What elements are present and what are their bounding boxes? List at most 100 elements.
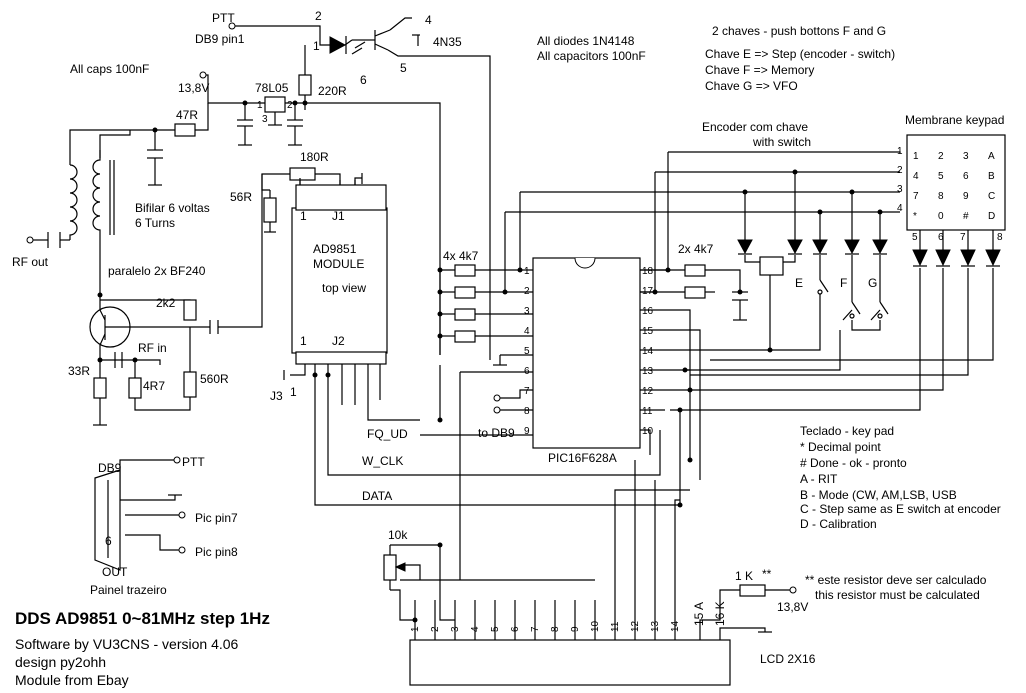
note1-label: ** este resistor deve ser calculado — [805, 573, 987, 587]
picpin8-label: Pic pin8 — [195, 545, 238, 559]
r1k-label: 1 K — [735, 569, 753, 583]
r4k7b-label: 2x 4k7 — [678, 242, 714, 256]
switch-g-label: G — [868, 276, 877, 290]
lcd-pin-5: 5 — [490, 626, 501, 632]
pic-pin-right-15: 15 — [642, 326, 654, 337]
keypad-col-7: 7 — [960, 232, 966, 243]
r4k7a-label: 4x 4k7 — [443, 249, 479, 263]
regulator-78l05 — [264, 96, 286, 113]
keypad-col-6: 6 — [938, 232, 944, 243]
chaves4-label: Chave G => VFO — [705, 79, 798, 93]
ad9851-module — [291, 207, 388, 354]
db9-pin6-label: 6 — [105, 534, 112, 548]
opto-transistor-icon — [351, 29, 391, 55]
diodes-label: All diodes 1N4148 — [537, 34, 635, 48]
opto-pin1-label: 1 — [313, 39, 320, 53]
picpin7-terminal-icon — [178, 511, 186, 519]
resistor-4k7-6 — [684, 286, 706, 299]
keypad-col-5: 5 — [912, 232, 918, 243]
encoder-diodes-icon — [737, 239, 888, 255]
module-line3: top view — [322, 281, 366, 295]
pic-pin-right-17: 17 — [642, 286, 654, 297]
opto-pin2-label: 2 — [315, 9, 322, 23]
keypad-legend-4: A - RIT — [800, 472, 838, 486]
pic-pin-right-10: 10 — [642, 426, 654, 437]
chaves1-label: 2 chaves - push bottons F and G — [712, 24, 886, 38]
encoder-body[interactable] — [759, 256, 784, 276]
out-label: OUT — [102, 565, 128, 579]
pic-pin-right-13: 13 — [642, 366, 654, 377]
potentiometer-wiper-icon — [394, 562, 406, 572]
r560-label: 560R — [200, 372, 229, 386]
membrane-label: Membrane keypad — [905, 113, 1004, 127]
potentiometer-10k — [383, 554, 397, 581]
pic-pin-left-1: 1 — [524, 266, 530, 277]
db9-label: DB9 — [98, 461, 122, 475]
resistor-1k — [739, 584, 766, 597]
j1-pin-label: 1 — [300, 209, 307, 223]
keypad-key-15: D — [988, 211, 995, 222]
opto-label: 4N35 — [433, 35, 462, 49]
ptt-label: PTT — [212, 11, 235, 25]
pic-pin-right-11: 11 — [642, 406, 653, 417]
keypad-row-4: 4 — [897, 203, 903, 214]
keypad-key-5: 5 — [938, 171, 944, 182]
keypad-key-13: 0 — [938, 211, 944, 222]
pic-pin-left-6: 6 — [524, 366, 530, 377]
v138b-terminal-icon — [789, 586, 797, 594]
resistor-4k7-4 — [454, 330, 476, 343]
lcd-pin16-label: 16 K — [713, 601, 727, 626]
capsnf-label: All capacitors 100nF — [537, 49, 646, 63]
j3-label: J3 — [270, 389, 283, 403]
j3-pin-label: 1 — [290, 385, 297, 399]
keypad-key-7: B — [988, 171, 995, 182]
keypad-legend-3: # Done - ok - pronto — [800, 456, 907, 470]
chaves3-label: Chave F => Memory — [705, 63, 814, 77]
credit3: Module from Ebay — [15, 672, 129, 688]
r180-label: 180R — [300, 150, 329, 164]
keypad-key-3: A — [988, 151, 995, 162]
lcd-pin-13: 13 — [650, 620, 661, 632]
r56-label: 56R — [230, 190, 252, 204]
resistor-4k7-2 — [454, 286, 476, 299]
membrane-keypad[interactable] — [906, 134, 1006, 231]
j2-label: J2 — [332, 334, 345, 348]
keypad-row-3: 3 — [897, 184, 903, 195]
picpin8-terminal-icon — [178, 546, 186, 554]
pot-label: 10k — [388, 528, 408, 542]
resistor-4r7 — [128, 377, 142, 399]
resistor-56r — [263, 197, 277, 223]
pic-pin-left-3: 3 — [524, 306, 530, 317]
module-line1: AD9851 — [313, 242, 357, 256]
ground-symbols-icon — [93, 124, 772, 633]
keypad-key-14: # — [963, 211, 969, 222]
ptt-terminal-icon — [228, 22, 236, 30]
switch-f[interactable] — [842, 290, 861, 321]
chaves2-label: Chave E => Step (encoder - switch) — [705, 47, 895, 61]
keypad-legend-1: Teclado - key pad — [800, 424, 894, 438]
pic-pin-left-8: 8 — [524, 406, 530, 417]
painel-label: Painel trazeiro — [90, 583, 167, 597]
r2k2-label: 2k2 — [156, 296, 176, 310]
j2-connector — [295, 351, 387, 365]
transistor-bf240-icon — [89, 306, 131, 348]
v138-label: 13,8V — [178, 81, 209, 95]
switch-e[interactable] — [817, 270, 829, 295]
keypad-legend-2: * Decimal point — [800, 440, 881, 454]
lcd-pin-1: 1 — [410, 626, 421, 632]
keypad-key-8: 7 — [913, 191, 919, 202]
opto-pin6-label: 6 — [360, 73, 367, 87]
switch-g[interactable] — [870, 290, 889, 321]
v138b-label: 13,8V — [777, 600, 808, 614]
lcd-pin-3: 3 — [450, 626, 461, 632]
module-line2: MODULE — [313, 257, 364, 271]
lcd-2x16 — [409, 639, 731, 686]
wclk-label: W_CLK — [362, 454, 403, 468]
note2-label: this resistor must be calculated — [815, 588, 980, 602]
lcd-pin-2: 2 — [430, 626, 441, 632]
resistor-47r — [174, 123, 196, 137]
j1-pin-lines — [299, 178, 356, 185]
